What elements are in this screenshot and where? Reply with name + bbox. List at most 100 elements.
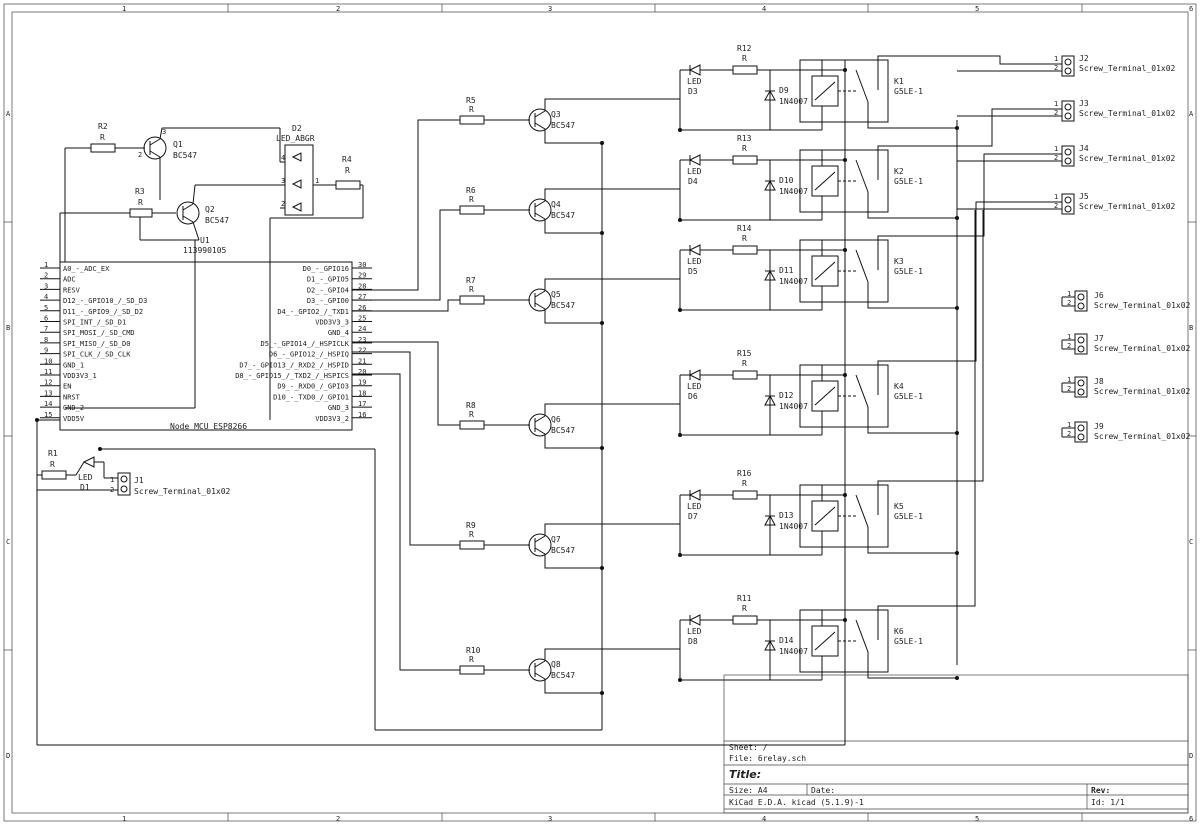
screw — [1077, 433, 1085, 441]
esp-left-pin-label: EN — [63, 383, 71, 391]
screw — [1077, 388, 1085, 396]
screw — [1077, 302, 1085, 310]
led-resistor-ref: R14 — [737, 224, 752, 233]
relay-switch — [855, 619, 869, 653]
wire — [534, 415, 546, 423]
wire — [544, 554, 602, 569]
d2-pin-4: 4 — [281, 154, 285, 162]
terminal-ref: J4 — [1079, 144, 1089, 153]
col-label-top: 6 — [1189, 5, 1193, 13]
wire — [534, 290, 546, 298]
svg-text:2: 2 — [110, 486, 114, 494]
relay-channel: R8RQ6BC547LEDD6R15RD121N4007K4G5LE-112J5… — [459, 192, 1176, 450]
diode-val: 1N4007 — [779, 522, 808, 531]
relay-ref: K6 — [894, 627, 904, 636]
term-pin-1: 1 — [1054, 55, 1058, 63]
esp-left-pin-num: 14 — [44, 400, 52, 408]
base-resistor-ref: R7 — [466, 276, 476, 285]
tb-tool: KiCad E.D.A. kicad (5.1.9)-1 — [729, 798, 864, 807]
term-pin-2: 2 — [1054, 154, 1058, 162]
wire — [814, 631, 836, 651]
q2-val: BC547 — [205, 216, 229, 225]
flyback-diode — [764, 394, 776, 406]
npn-transistor — [528, 288, 552, 312]
wire — [814, 261, 836, 281]
esp-left-pin-num: 13 — [44, 389, 52, 397]
esp-left-pin-num: 8 — [44, 336, 48, 344]
wire — [534, 212, 546, 220]
relay-channel: R7RQ5BC547LEDD5R14RD111N4007K3G5LE-112J4… — [459, 144, 1176, 325]
wire — [534, 672, 546, 680]
base-resistor-val: R — [469, 285, 474, 294]
base-resistor-val: R — [469, 195, 474, 204]
row-label-right: A — [1189, 110, 1194, 118]
led-resistor-val: R — [742, 54, 747, 63]
esp-left-pin-label: D11_-_GPIO9_/_SD_D2 — [63, 308, 143, 316]
base-resistor — [459, 665, 485, 675]
relay-switch — [855, 159, 869, 193]
j1-terminal — [117, 472, 131, 496]
r1-ref: R1 — [48, 449, 58, 458]
diode-ref: D9 — [779, 86, 789, 95]
led-val: LED — [687, 167, 702, 176]
svg-text:1: 1 — [110, 476, 114, 484]
led-val: LED — [687, 502, 702, 511]
led-ref: D4 — [688, 177, 698, 186]
col-label-bottom: 6 — [1189, 815, 1193, 823]
extra-terminal-ref: J8 — [1094, 377, 1104, 386]
esp-left-pin-label: VDD3V3_1 — [63, 372, 97, 380]
transistor-val: BC547 — [551, 121, 575, 130]
d2-rgb-led — [284, 144, 314, 216]
screw — [1077, 424, 1085, 432]
q2-ref: Q2 — [205, 205, 215, 214]
screw-terminal — [1074, 376, 1088, 398]
term-pin-1: 1 — [1054, 193, 1058, 201]
extra-terminal-ref: J9 — [1094, 422, 1104, 431]
relay-body — [799, 149, 889, 213]
base-resistor-val: R — [469, 410, 474, 419]
wire — [544, 403, 680, 416]
extra-terminal-ref: J7 — [1094, 334, 1104, 343]
npn-transistor — [528, 413, 552, 437]
svg-text:3: 3 — [162, 128, 166, 136]
channel-led — [688, 154, 701, 166]
channel-led — [688, 489, 701, 501]
terminal-val: Screw_Terminal_01x02 — [1079, 64, 1176, 73]
esp-right-pin-label: D10_-_TXD0_/_GPIO1 — [273, 393, 349, 401]
screw — [1064, 196, 1072, 204]
j1-ref: J1 — [134, 476, 144, 485]
esp-right-pin-label: D8_-_GPIO15_/_TXD2_/_HSPICS — [235, 372, 349, 380]
channel-led — [688, 64, 701, 76]
wire — [877, 153, 1062, 250]
drawing-frame — [3, 3, 1197, 822]
esp-left-pin-num: 7 — [44, 325, 48, 333]
base-resistor-ref: R9 — [466, 521, 476, 530]
r1-val: R — [50, 460, 55, 469]
d2-pin-3: 3 — [281, 177, 285, 185]
q2-transistor — [176, 201, 200, 225]
base-resistor-ref: R10 — [466, 646, 481, 655]
wire — [544, 679, 602, 694]
row-label-right: D — [1189, 752, 1193, 760]
led-resistor-ref: R12 — [737, 44, 752, 53]
led-resistor-val: R — [742, 359, 747, 368]
esp-right-pin-num: 21 — [358, 357, 366, 365]
terminal-ref: J5 — [1079, 192, 1089, 201]
screw-terminal — [1061, 55, 1075, 77]
wire — [544, 523, 680, 536]
diode-val: 1N4007 — [779, 647, 808, 656]
wire — [867, 672, 957, 679]
esp-left-pin-label: A0_-_ADC_EX — [63, 265, 110, 273]
wire — [814, 171, 836, 191]
led-ref: D8 — [688, 637, 698, 646]
esp-right-pin-label: D1_-_GPIO5 — [307, 276, 349, 284]
relay-switch — [855, 374, 869, 408]
esp-right-pin-label: D7_-_GPIO13_/_RXD2_/_HSPID — [239, 361, 349, 369]
term-pin-2: 2 — [1054, 202, 1058, 210]
esp-left-pin-label: SPI_MISO_/_SD_D0 — [63, 340, 130, 348]
r3-ref: R3 — [135, 187, 145, 196]
screw-terminal — [1061, 193, 1075, 215]
channel-led — [688, 244, 701, 256]
col-label-bottom: 2 — [336, 815, 340, 823]
transistor-ref: Q7 — [551, 535, 561, 544]
